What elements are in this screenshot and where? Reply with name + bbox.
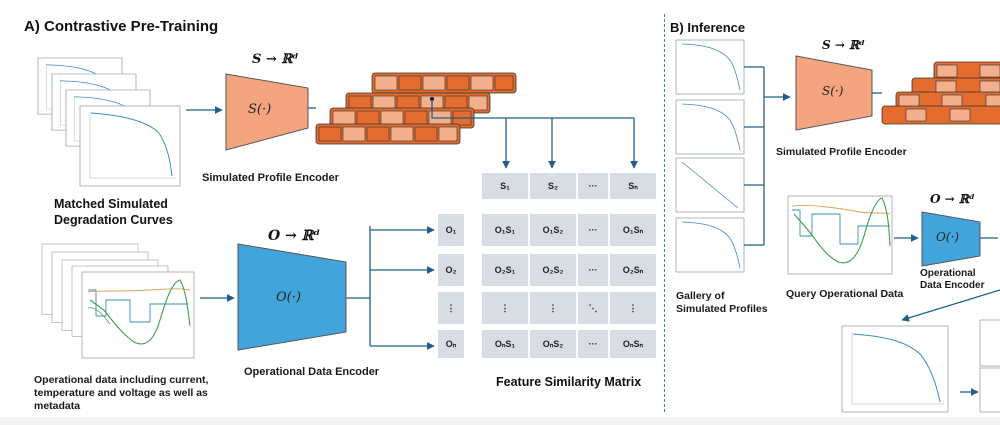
matrix-cell: O₂Sₙ xyxy=(610,254,656,286)
matrix-cell: ··· xyxy=(578,214,608,246)
query-caption: Query Operational Data xyxy=(786,288,904,300)
simulated-mapping-label: S → ℝᵈ xyxy=(252,52,299,67)
section-b-title: B) Inference xyxy=(670,20,746,35)
matrix-header-cell: S₂ xyxy=(530,173,576,199)
matrix-cell: ⋮ xyxy=(610,292,656,324)
matrix-cell: OₙS₁ xyxy=(482,330,528,358)
matched-curves-caption: Matched Simulated Degradation Curves xyxy=(54,197,173,227)
simulated-encoder-label: Simulated Profile Encoder xyxy=(202,172,339,184)
b-operational-mapping-label: O → ℝᵈ xyxy=(930,192,975,206)
operational-mapping-label: O → ℝᵈ xyxy=(268,228,321,244)
section-a-title: A) Contrastive Pre-Training xyxy=(24,18,219,35)
matrix-cell: O₁S₁ xyxy=(482,214,528,246)
matrix-header-cell: ··· xyxy=(578,173,608,199)
simulated-encoder-function: S(·) xyxy=(248,102,272,117)
b-simulated-encoder-shape xyxy=(795,55,873,131)
operational-data-caption: Operational data including current, temp… xyxy=(34,374,209,412)
matrix-header-cell: S₁ xyxy=(482,173,528,199)
matrix-cell: O₂S₁ xyxy=(482,254,528,286)
matrix-caption: Feature Similarity Matrix xyxy=(496,375,642,389)
b-simulated-encoder-label: Simulated Profile Encoder xyxy=(776,146,907,158)
b-operational-encoder-function: O(·) xyxy=(936,230,960,244)
matrix-cell: ⋮ xyxy=(482,292,528,324)
matrix-header-cell: Sₙ xyxy=(610,173,656,199)
matrix-cell: OₙS₂ xyxy=(530,330,576,358)
matrix-cell: ··· xyxy=(578,330,608,358)
retrieved-profile-plot xyxy=(841,325,949,413)
matrix-cell: O₂S₂ xyxy=(530,254,576,286)
matched-curves-stack xyxy=(37,57,181,187)
matrix-cell: OₙSₙ xyxy=(610,330,656,358)
gallery-caption: Gallery of Simulated Profiles xyxy=(676,290,768,315)
simulated-embeddings xyxy=(315,72,517,145)
query-operational-plot xyxy=(787,195,893,275)
matrix-cell: ··· xyxy=(578,254,608,286)
simulated-encoder-shape xyxy=(225,73,309,151)
operational-encoder-shape xyxy=(237,243,347,351)
matrix-cell: ⋮ xyxy=(530,292,576,324)
b-simulated-encoder-function: S(·) xyxy=(822,84,844,98)
b-operational-encoder-label: Operational Data Encoder xyxy=(920,268,985,291)
b-simulated-mapping-label: S → ℝᵈ xyxy=(822,38,866,52)
matrix-row-label: Oₙ xyxy=(438,330,464,358)
operational-encoder-label: Operational Data Encoder xyxy=(244,366,380,378)
bottom-band xyxy=(0,417,1000,425)
gallery-profiles xyxy=(675,39,745,273)
matrix-row-label: O₂ xyxy=(438,254,464,286)
operational-data-stack xyxy=(41,243,195,359)
b-simulated-embeddings xyxy=(881,61,1000,125)
section-divider xyxy=(664,14,665,412)
operational-encoder-function: O(·) xyxy=(276,290,301,305)
matrix-row-label: O₁ xyxy=(438,214,464,246)
matrix-cell: ⋱ xyxy=(578,292,608,324)
b-operational-encoder-shape xyxy=(921,211,981,267)
retrieved-side-plots xyxy=(979,319,1000,413)
matrix-row-label: ⋮ xyxy=(438,292,464,324)
matrix-cell: O₁S₂ xyxy=(530,214,576,246)
matrix-cell: O₁Sₙ xyxy=(610,214,656,246)
